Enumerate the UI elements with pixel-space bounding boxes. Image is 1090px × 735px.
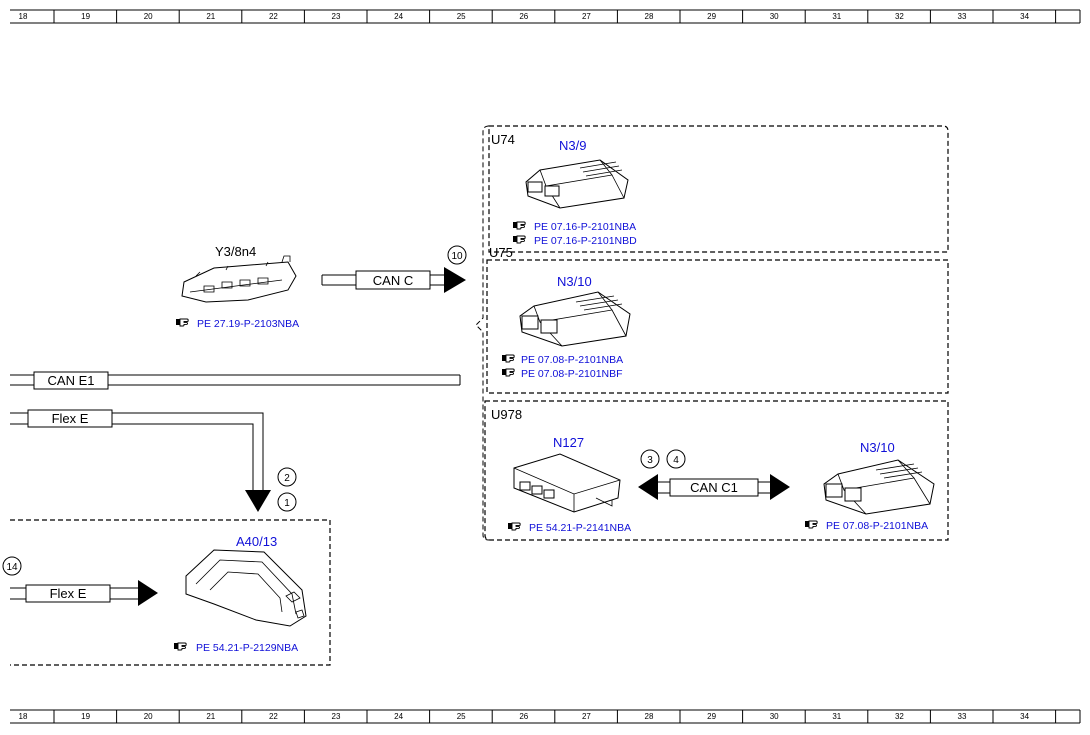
ruler-number: 28	[645, 12, 654, 21]
group-u74: U74	[488, 125, 949, 253]
bus-can-c-label: CAN C	[373, 273, 413, 288]
component-y3-8n4-ref-1: PE 27.19-P-2103NBA	[197, 318, 299, 330]
ruler-number: 22	[269, 712, 278, 721]
group-u978: U978	[484, 400, 949, 541]
ruler-number: 29	[707, 712, 716, 721]
ruler-number: 20	[144, 12, 153, 21]
svg-text:3: 3	[647, 455, 653, 466]
ruler-number: 18	[19, 12, 28, 21]
component-a40-13-ref-1: PE 54.21-P-2129NBA	[196, 642, 298, 654]
svg-text:10: 10	[451, 251, 463, 262]
ruler-number: 24	[394, 712, 403, 721]
ruler-number: 25	[457, 712, 466, 721]
ruler-number: 33	[958, 712, 967, 721]
group-u978-label: U978	[491, 407, 522, 422]
valve-body-icon	[181, 255, 297, 303]
component-n3-10-u978-ref-1: PE 07.08-P-2101NBA	[826, 520, 928, 532]
component-n3-10-u75-ref-2: PE 07.08-P-2101NBF	[521, 368, 623, 380]
bus-can-c1-label: CAN C1	[690, 480, 738, 495]
component-y3-8n4-label: Y3/8n4	[215, 244, 256, 259]
component-n127-label: N127	[553, 435, 584, 450]
ecu-module-icon	[823, 459, 935, 515]
marker-2: 2	[277, 467, 297, 487]
group-brace	[475, 125, 490, 541]
ruler-number: 21	[206, 12, 215, 21]
marker-10: 10	[447, 245, 467, 265]
ecu-module-icon	[519, 291, 631, 347]
ruler-number: 24	[394, 12, 403, 21]
marker-4: 4	[666, 449, 686, 469]
bus-flex-e-bottom[interactable]: Flex E	[10, 580, 158, 606]
ruler-number: 26	[519, 12, 528, 21]
display-bracket-icon	[185, 549, 307, 627]
component-n3-10-u75-label: N3/10	[557, 274, 592, 289]
ruler-number: 20	[144, 712, 153, 721]
ruler-number: 27	[582, 12, 591, 21]
bus-can-e1-label: CAN E1	[48, 373, 95, 388]
ruler-number: 34	[1020, 12, 1029, 21]
component-n3-9-ref-2: PE 07.16-P-2101NBD	[534, 235, 637, 247]
ruler-top: 18 19 20 21 22 23 24 25 26 27 28 29 30 31 32 33 34	[10, 9, 1081, 24]
marker-3: 3	[640, 449, 660, 469]
component-n3-9-label: N3/9	[559, 138, 586, 153]
group-u74-label: U74	[491, 132, 515, 147]
ecu-module-icon	[525, 159, 629, 209]
ruler-number: 29	[707, 12, 716, 21]
svg-text:2: 2	[284, 473, 290, 484]
svg-text:1: 1	[284, 498, 290, 509]
arrow-right-icon	[444, 267, 466, 293]
bus-flex-e-top-label: Flex E	[52, 411, 89, 426]
ruler-number: 34	[1020, 712, 1029, 721]
ruler-number: 28	[645, 712, 654, 721]
component-n3-10-u75-ref-1: PE 07.08-P-2101NBA	[521, 354, 623, 366]
ruler-number: 25	[457, 12, 466, 21]
ruler-number: 32	[895, 712, 904, 721]
arrow-down-icon	[245, 490, 271, 512]
arrow-right-icon	[770, 474, 790, 500]
group-a40-13	[10, 519, 331, 666]
ruler-number: 22	[269, 12, 278, 21]
ruler-number: 30	[770, 12, 779, 21]
bus-can-c1[interactable]: CAN C1	[638, 474, 790, 500]
ruler-number: 31	[832, 712, 841, 721]
ruler-number: 19	[81, 712, 90, 721]
bus-can-e1[interactable]: CAN E1	[10, 371, 461, 390]
ruler-number: 27	[582, 712, 591, 721]
bus-can-c[interactable]: CAN C	[321, 267, 466, 293]
component-n3-10-u75[interactable]: N3/10 PE 07.08-P-2101NBA PE 07.08-P-2101…	[501, 274, 631, 380]
component-n3-9[interactable]: N3/9 PE 07.16-P-2101NBA PE 07.16-P-2101N…	[512, 138, 637, 247]
ruler-number: 21	[206, 712, 215, 721]
ruler-number: 30	[770, 712, 779, 721]
component-y3-8n4[interactable]: Y3/8n4 PE 27.19-P-2103NBA	[175, 244, 299, 330]
arrow-right-icon	[138, 580, 158, 606]
group-u75-label: U75	[489, 245, 513, 260]
component-n3-10-u978-label: N3/10	[860, 440, 895, 455]
marker-14: 14	[2, 556, 22, 576]
component-n3-10-u978[interactable]: N3/10 PE 07.08-P-2101NBA	[804, 440, 935, 532]
svg-text:4: 4	[673, 455, 679, 466]
component-a40-13-label: A40/13	[236, 534, 277, 549]
bus-flex-e-bottom-label: Flex E	[50, 586, 87, 601]
component-n127-ref-1: PE 54.21-P-2141NBA	[529, 522, 631, 534]
ruler-number: 23	[332, 712, 341, 721]
marker-1: 1	[277, 492, 297, 512]
ruler-number: 32	[895, 12, 904, 21]
bus-flex-e-top[interactable]: Flex E	[10, 409, 271, 512]
ruler-number: 23	[332, 12, 341, 21]
ruler-number: 33	[958, 12, 967, 21]
component-n3-9-ref-1: PE 07.16-P-2101NBA	[534, 221, 636, 233]
ruler-number: 18	[19, 712, 28, 721]
ruler-number: 31	[832, 12, 841, 21]
svg-text:14: 14	[6, 562, 18, 573]
ruler-number: 26	[519, 712, 528, 721]
ruler-number: 19	[81, 12, 90, 21]
control-unit-icon	[513, 453, 621, 513]
component-a40-13[interactable]: A40/13 PE 54.21-P-2129NBA	[173, 534, 307, 654]
ruler-bottom: 18 19 20 21 22 23 24 25 26 27 28 29 30 31 32 33 34	[10, 709, 1081, 724]
arrow-left-icon	[638, 474, 658, 500]
group-u75: U75	[486, 245, 949, 394]
component-n127[interactable]: N127 PE 54.21-P-2141NBA	[507, 435, 631, 534]
